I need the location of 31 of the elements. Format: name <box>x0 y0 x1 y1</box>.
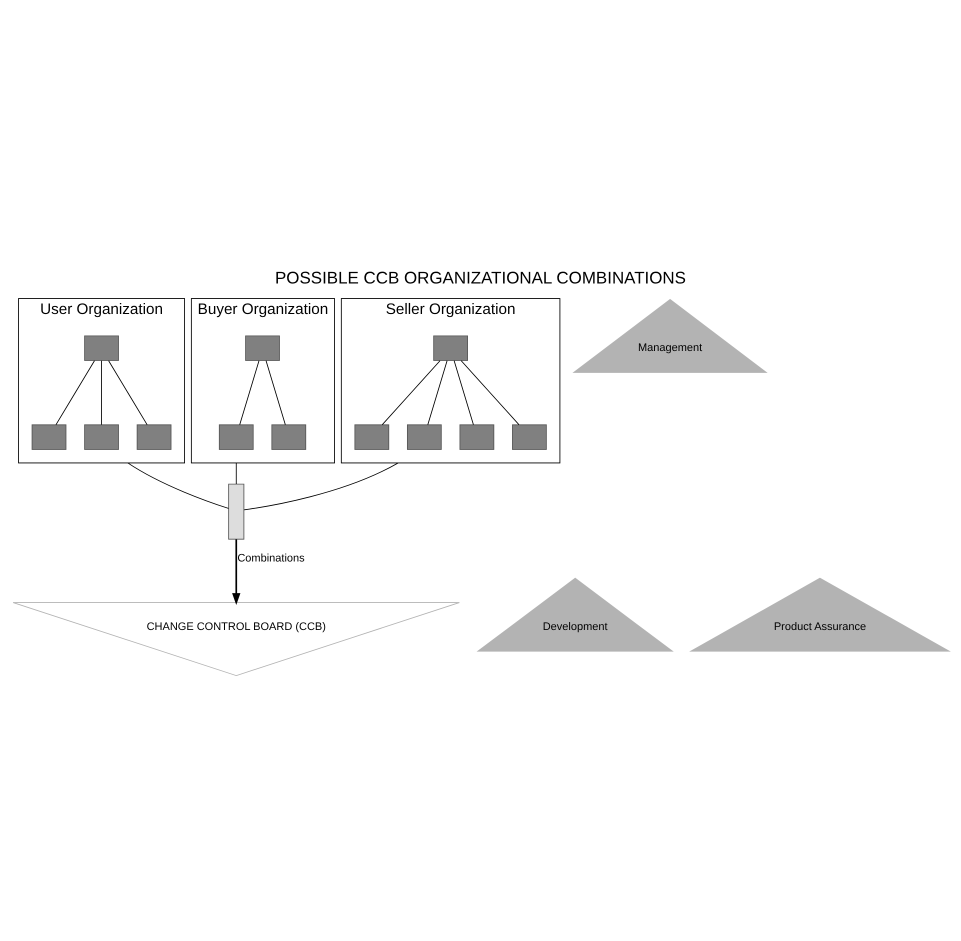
node-bar <box>228 483 244 540</box>
node-box <box>245 334 280 360</box>
connector <box>108 360 148 425</box>
node-box <box>136 424 172 450</box>
edge-label: Combinations <box>237 552 305 564</box>
connector <box>56 360 95 425</box>
node-box <box>406 424 442 450</box>
node-box <box>218 424 254 450</box>
connector <box>101 360 102 425</box>
node-box <box>354 424 390 450</box>
node-box <box>32 424 66 450</box>
connector <box>266 360 286 425</box>
connector <box>460 360 520 425</box>
node-box <box>460 424 494 450</box>
cluster: Buyer Organization <box>190 298 335 463</box>
connector <box>382 360 440 425</box>
diagram-title: POSSIBLE CCB ORGANIZATIONAL COMBINATIONS <box>275 268 686 287</box>
connector <box>427 360 448 425</box>
cluster: User Organization <box>18 298 185 463</box>
connector <box>454 360 474 425</box>
connector <box>239 360 260 425</box>
connector <box>127 462 229 508</box>
node-box <box>433 334 468 360</box>
node-box <box>84 334 119 360</box>
cluster: Seller Organization <box>340 298 560 463</box>
node-box <box>512 424 547 450</box>
connector <box>236 462 237 484</box>
connector <box>244 462 399 510</box>
node-box <box>271 424 306 450</box>
node-box <box>84 424 119 450</box>
arrow <box>232 538 240 604</box>
